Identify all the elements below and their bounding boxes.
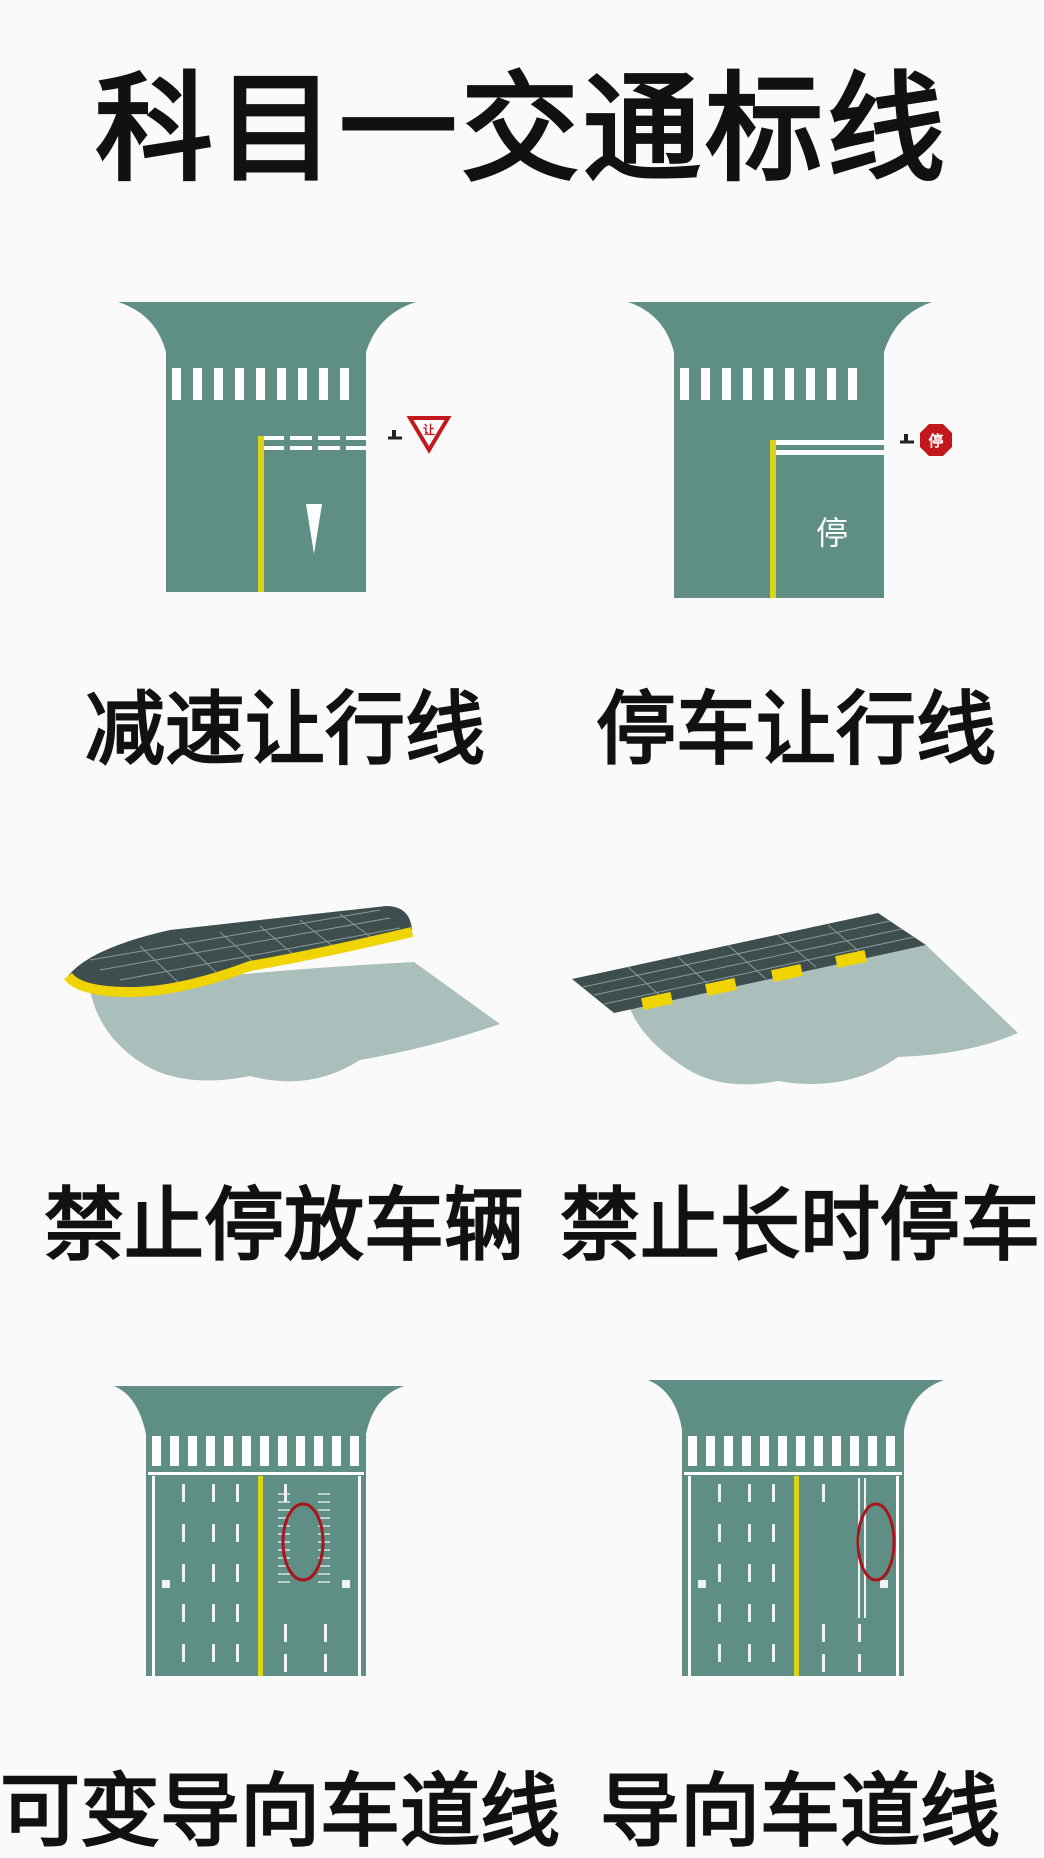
crosswalk-stripes: [172, 368, 349, 400]
caption-slow-yield: 减速让行线: [85, 683, 485, 776]
svg-text:停: 停: [928, 432, 943, 450]
road-stop-text: 停: [816, 514, 848, 552]
crosswalk-stripes: [688, 1436, 895, 1466]
guide-lane-diagram: [648, 1380, 944, 1676]
yellow-center-line: [258, 436, 264, 592]
crosswalk-stripes: [152, 1436, 359, 1466]
no-parking-diagram: [64, 906, 500, 1082]
stop-line: [772, 440, 884, 445]
highlight-circle: [281, 1502, 325, 1582]
page-title: 科目一交通标线: [94, 60, 949, 198]
caption-stop-yield: 停车让行线: [596, 683, 996, 776]
caption-no-parking: 禁止停放车辆: [44, 1179, 524, 1272]
yield-sign-icon: 让: [406, 416, 452, 454]
no-long-parking-diagram: [572, 913, 1018, 1085]
stop-yield-diagram: 停 停: [628, 302, 952, 598]
stop-sign-icon: 停: [920, 424, 952, 456]
yellow-center-line: [794, 1476, 799, 1676]
crosswalk-stripes: [680, 368, 857, 400]
caption-no-long-parking: 禁止长时停车: [560, 1179, 1040, 1272]
dashed-yield-lines: [262, 436, 366, 450]
slow-yield-diagram: 让: [118, 302, 452, 592]
svg-text:让: 让: [423, 422, 435, 437]
yield-triangle-marking: [306, 504, 322, 554]
variable-lane-diagram: [114, 1386, 404, 1676]
yellow-curb-line: [64, 927, 414, 998]
highlight-circle: [856, 1502, 896, 1582]
yellow-center-line: [770, 440, 776, 598]
yellow-center-line: [258, 1476, 263, 1676]
yellow-curb-dashes: [641, 950, 867, 1010]
caption-variable-lane: 可变导向车道线: [0, 1765, 560, 1858]
caption-guide-lane: 导向车道线: [600, 1765, 1000, 1858]
